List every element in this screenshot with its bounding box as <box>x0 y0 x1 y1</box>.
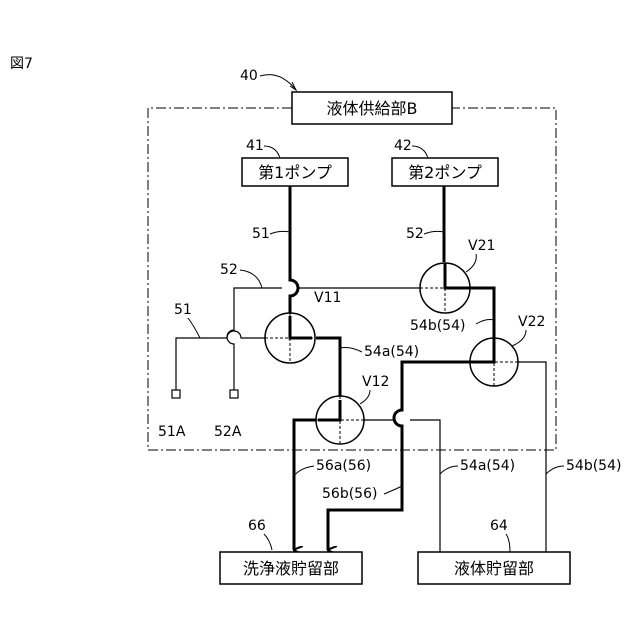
line-54a-upper <box>316 338 340 400</box>
line-56a-leader <box>294 466 314 476</box>
liquid-storage-ref: 64 <box>490 518 508 534</box>
port-52a <box>230 390 238 398</box>
line-56a <box>294 420 316 550</box>
line-51-left-label: 51 <box>174 302 192 318</box>
valve-v12-label: V12 <box>362 374 389 390</box>
cleaning-storage-label: 洗浄液貯留部 <box>243 559 339 578</box>
line-56b-leader <box>384 486 402 494</box>
pump2-leader <box>412 146 428 158</box>
supply-unit-leader <box>260 75 296 90</box>
valve-v22-label: V22 <box>518 314 545 330</box>
port-51a <box>172 390 180 398</box>
line-54b-lower-leader <box>546 466 564 474</box>
line-54a-upper-leader <box>340 348 362 353</box>
line-51-pump-leader <box>270 231 290 234</box>
line-51-left <box>176 331 266 394</box>
valve-v12 <box>316 396 364 444</box>
pump1-label: 第1ポンプ <box>258 163 332 182</box>
valve-v21-label: V21 <box>468 238 495 254</box>
line-54b-lower <box>518 362 546 552</box>
port-51a-label: 51A <box>158 424 186 440</box>
valve-v12-leader <box>360 390 370 404</box>
valve-v11-label: V11 <box>314 290 341 306</box>
figure-label: 図7 <box>10 56 33 72</box>
line-52-cross-label: 52 <box>220 262 238 278</box>
line-52-cross-leader <box>240 270 262 288</box>
valve-v21 <box>420 263 470 313</box>
liquid-storage-leader <box>506 534 510 552</box>
line-56a-label: 56a(56) <box>316 458 371 474</box>
line-54a-upper-label: 54a(54) <box>364 344 419 360</box>
line-54b-upper-leader <box>476 320 494 325</box>
line-54a-lower-label: 54a(54) <box>460 458 515 474</box>
valve-v22 <box>470 338 518 386</box>
port-52a-label: 52A <box>214 424 242 440</box>
valve-v21-leader <box>466 254 476 272</box>
cleaning-storage-ref: 66 <box>248 518 266 534</box>
line-51-pump <box>290 186 298 316</box>
pump2-label: 第2ポンプ <box>408 163 482 182</box>
supply-unit-label: 液体供給部B <box>327 99 418 118</box>
line-54a-lower-leader <box>440 466 458 474</box>
line-56b <box>328 362 470 550</box>
valve-v11 <box>265 313 315 363</box>
pump1-ref: 41 <box>246 138 264 154</box>
line-54b-upper <box>470 288 494 338</box>
pump1-leader <box>264 146 280 158</box>
line-52-pump-label: 52 <box>406 226 424 242</box>
line-54b-lower-label: 54b(54) <box>566 458 621 474</box>
supply-unit-ref: 40 <box>240 68 258 84</box>
pump2-ref: 42 <box>394 138 412 154</box>
line-52-pump-leader <box>424 231 444 234</box>
valve-v22-leader <box>512 330 526 346</box>
cleaning-storage-leader <box>264 534 272 550</box>
line-54b-upper-label: 54b(54) <box>410 318 465 334</box>
line-56b-label: 56b(56) <box>322 486 377 502</box>
line-51-pump-label: 51 <box>252 226 270 242</box>
liquid-storage-label: 液体貯留部 <box>454 559 534 578</box>
line-51-left-leader <box>188 318 200 338</box>
